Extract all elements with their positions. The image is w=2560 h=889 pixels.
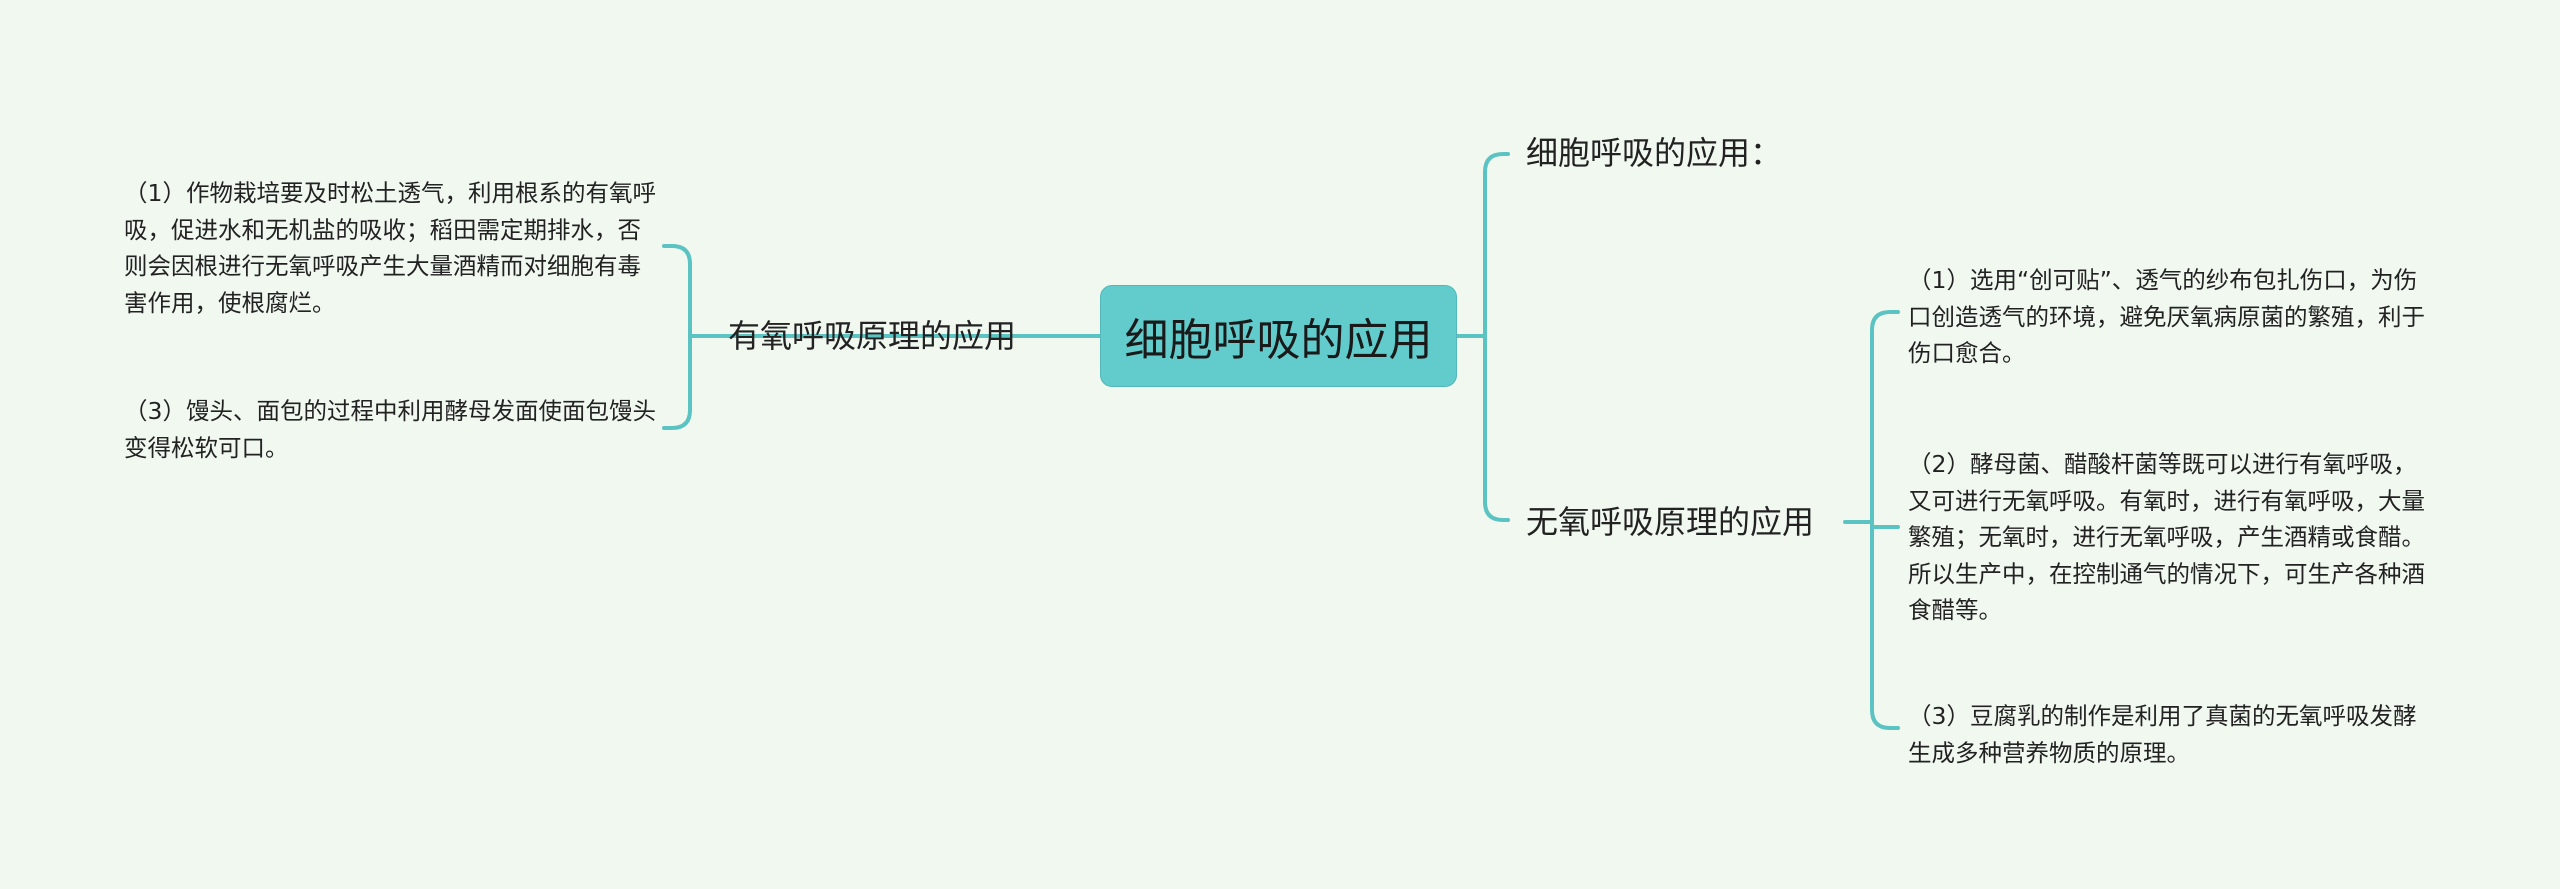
aerobic-item-1-text: （1）作物栽培要及时松土透气，利用根系的有氧呼吸，促进水和无机盐的吸收；稻田需定…	[124, 179, 656, 317]
branch-aerobic-label: 有氧呼吸原理的应用	[728, 317, 1017, 355]
anaerobic-item-1[interactable]: （1）选用“创可贴”、透气的纱布包扎伤口，为伤口创造透气的环境，避免厌氧病原菌的…	[1908, 262, 2438, 372]
connector-right-spine	[1483, 152, 1510, 522]
aerobic-item-2[interactable]: （3）馒头、面包的过程中利用酵母发面使面包馒头变得松软可口。	[124, 393, 659, 466]
branch-anaerobic-label: 无氧呼吸原理的应用	[1526, 503, 1815, 541]
branch-title[interactable]: 细胞呼吸的应用：	[1526, 133, 1782, 173]
anaerobic-item-3-text: （3）豆腐乳的制作是利用了真菌的无氧呼吸发酵生成多种营养物质的原理。	[1908, 702, 2417, 767]
anaerobic-item-2[interactable]: （2）酵母菌、醋酸杆菌等既可以进行有氧呼吸，又可进行无氧呼吸。有氧时，进行有氧呼…	[1908, 446, 2438, 629]
anaerobic-item-3[interactable]: （3）豆腐乳的制作是利用了真菌的无氧呼吸发酵生成多种营养物质的原理。	[1908, 698, 2438, 771]
anaerobic-item-1-text: （1）选用“创可贴”、透气的纱布包扎伤口，为伤口创造透气的环境，避免厌氧病原菌的…	[1908, 266, 2425, 367]
branch-anaerobic[interactable]: 无氧呼吸原理的应用	[1526, 502, 1814, 542]
root-label: 细胞呼吸的应用	[1124, 315, 1433, 366]
anaerobic-item-2-text: （2）酵母菌、醋酸杆菌等既可以进行有氧呼吸，又可进行无氧呼吸。有氧时，进行有氧呼…	[1908, 450, 2425, 624]
branch-title-label: 细胞呼吸的应用：	[1526, 134, 1783, 172]
aerobic-item-1[interactable]: （1）作物栽培要及时松土透气，利用根系的有氧呼吸，促进水和无机盐的吸收；稻田需定…	[124, 175, 659, 321]
branch-aerobic[interactable]: 有氧呼吸原理的应用	[728, 316, 1016, 356]
connector-left-bracket	[662, 244, 1057, 430]
root-node[interactable]: 细胞呼吸的应用	[1100, 285, 1457, 387]
aerobic-item-2-text: （3）馒头、面包的过程中利用酵母发面使面包馒头变得松软可口。	[124, 397, 656, 462]
connector-anaerobic-bracket	[1870, 310, 1900, 730]
